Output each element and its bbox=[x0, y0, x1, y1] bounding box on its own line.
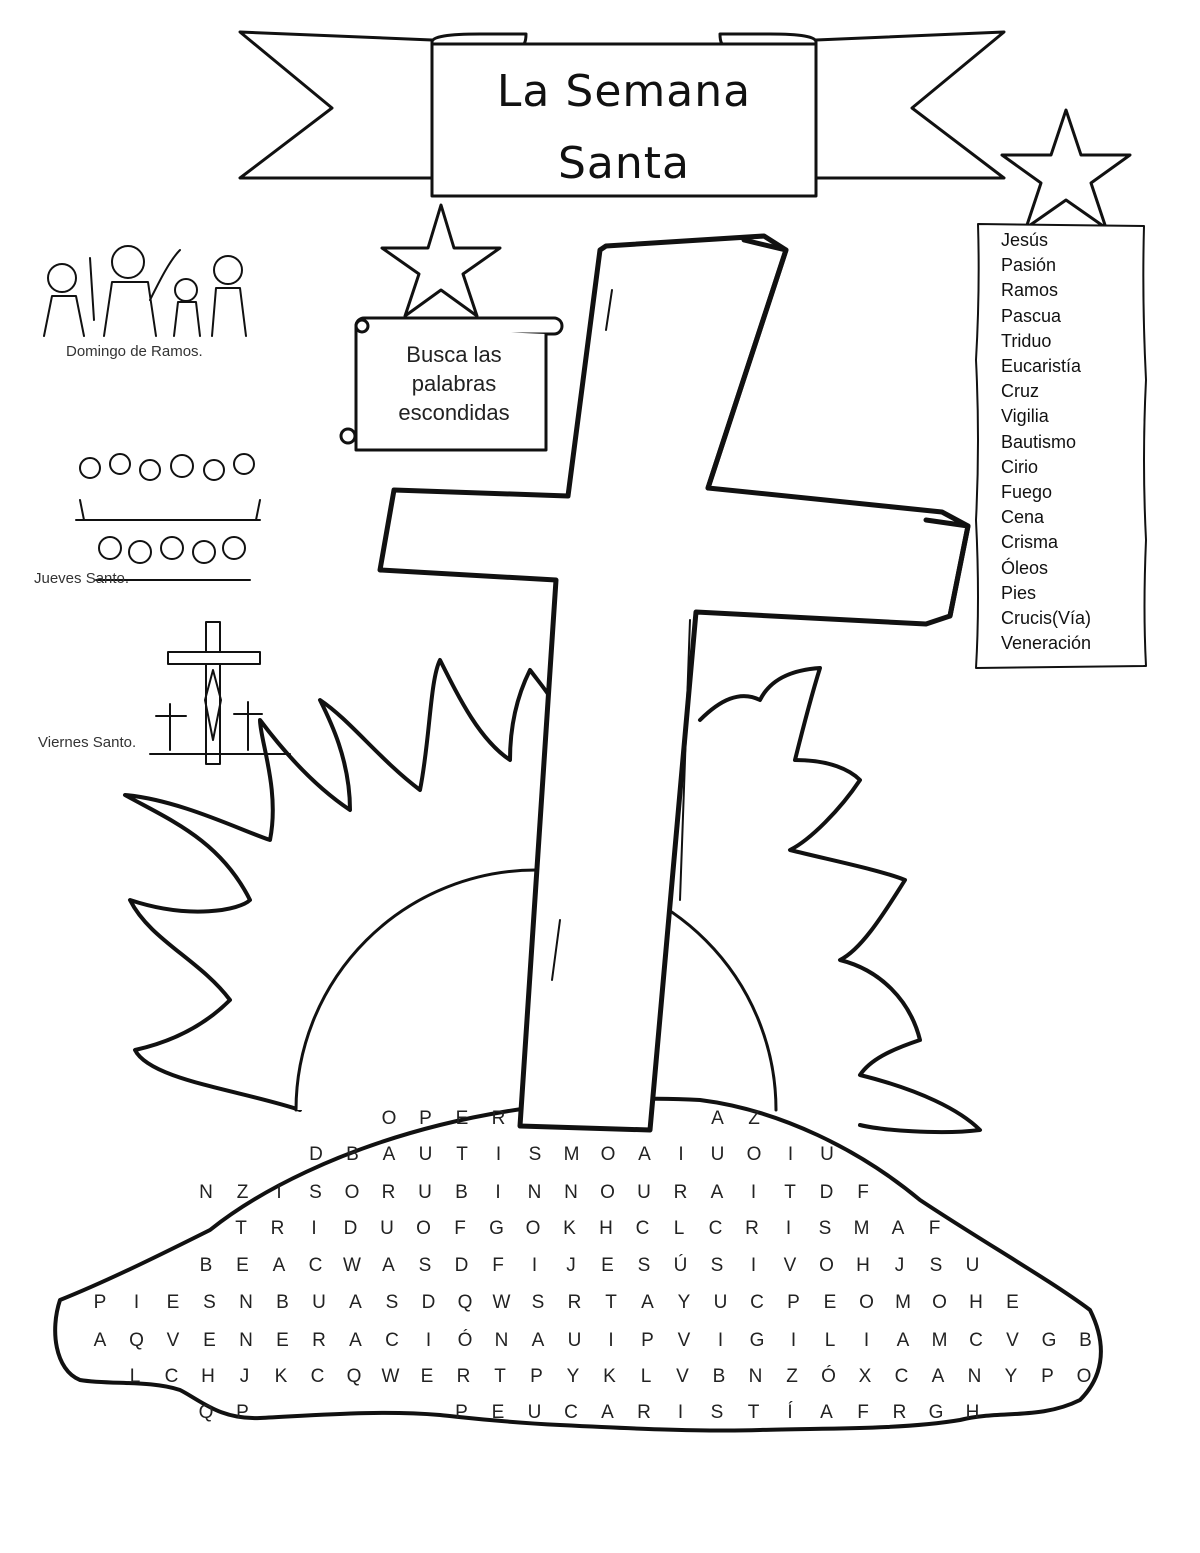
word-list-item: Triduo bbox=[1001, 330, 1052, 351]
word-list-paper bbox=[975, 223, 1147, 669]
word-list-item: Jesús bbox=[1001, 230, 1049, 250]
word-list-item: Pasión bbox=[1001, 255, 1057, 276]
good-friday-illustration bbox=[149, 621, 291, 765]
instruction-line: escondidas bbox=[398, 400, 510, 425]
word-list-item: Bautismo bbox=[1001, 431, 1077, 452]
star-icon bbox=[1000, 108, 1132, 230]
caption-viernes-santo: Viernes Santo. bbox=[38, 734, 137, 751]
instruction-scroll bbox=[339, 316, 564, 452]
star-icon bbox=[380, 203, 502, 318]
title-banner bbox=[238, 30, 1006, 198]
word-list-item: Pies bbox=[1001, 582, 1037, 603]
title-line-2: Santa bbox=[558, 138, 690, 189]
word-list-item: Crisma bbox=[1001, 532, 1058, 553]
palm-sunday-illustration bbox=[43, 245, 247, 337]
instruction-line: palabras bbox=[411, 371, 497, 396]
word-list-item: Vigilia bbox=[1001, 406, 1049, 427]
word-list-item: Cena bbox=[1001, 507, 1045, 528]
cross bbox=[377, 233, 971, 1133]
caption-domingo-de-ramos: Domingo de Ramos. bbox=[66, 343, 203, 360]
instruction-line: Busca las bbox=[406, 342, 502, 367]
title-line-1: La Semana bbox=[496, 66, 752, 117]
word-list-item: Crucis(Vía) bbox=[1001, 608, 1092, 629]
holy-thursday-illustration bbox=[75, 453, 261, 581]
word-list-item: Eucaristía bbox=[1001, 356, 1082, 377]
word-list-item: Veneración bbox=[1001, 633, 1092, 654]
word-list-item: Pascua bbox=[1001, 305, 1062, 326]
caption-jueves-santo: Jueves Santo. bbox=[34, 570, 130, 587]
word-list-item: Cirio bbox=[1001, 456, 1039, 477]
hill bbox=[53, 1096, 1103, 1433]
word-list-item: Fuego bbox=[1001, 482, 1053, 503]
word-list-item: Ramos bbox=[1001, 280, 1059, 301]
sun-rays bbox=[123, 658, 982, 1135]
word-list-item: Óleos bbox=[1001, 557, 1049, 578]
word-list-item: Cruz bbox=[1001, 381, 1040, 402]
instruction-text: Busca las palabras escondidas bbox=[372, 340, 536, 427]
